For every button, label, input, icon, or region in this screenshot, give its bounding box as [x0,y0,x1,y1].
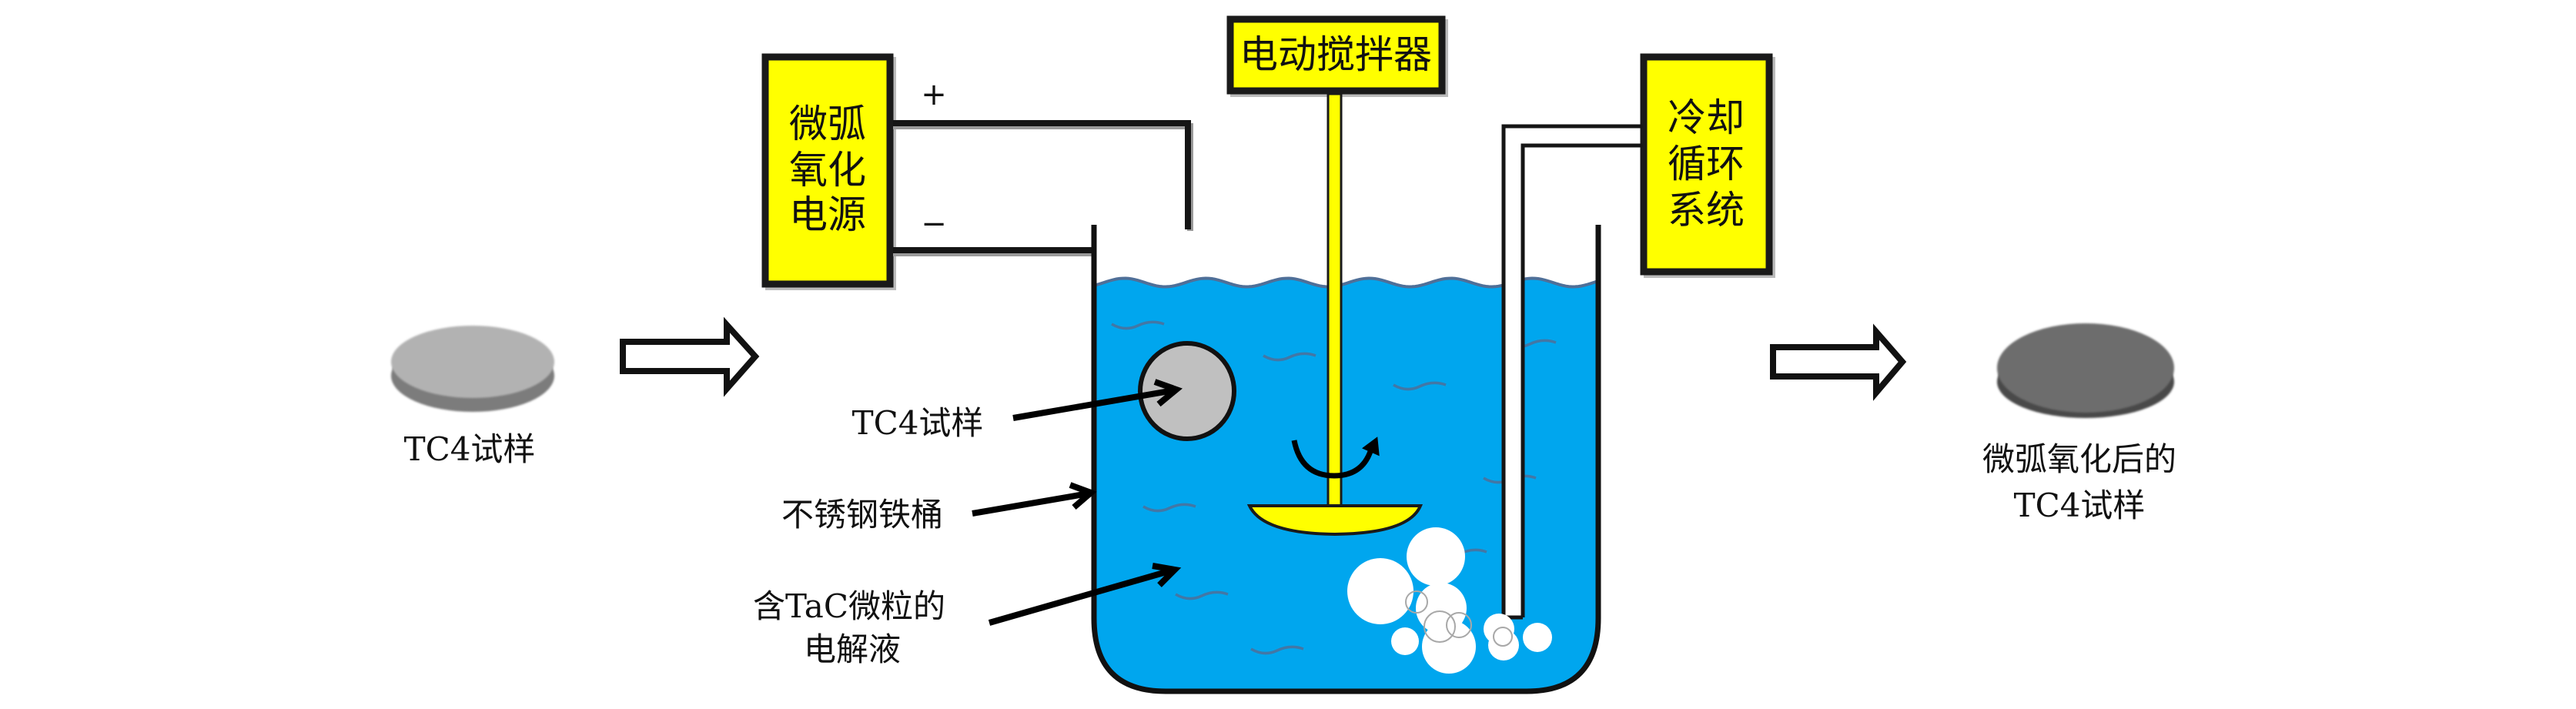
cooling-box [1640,53,1773,276]
electrolyte-tank [1091,225,1601,694]
bubble [1391,627,1419,655]
ripple-mark [1111,320,1165,330]
cooling-system: 冷却 循环 系统 [1640,53,1775,278]
cooling-pipe-outer-line [1501,124,1642,620]
power-supply-label-line-1: 微弧 [789,102,866,146]
negative-terminal-sign: − [921,206,947,242]
raw-sample-label: TC4试样 [404,430,536,468]
ripple-mark [1175,590,1229,600]
treated-sample [1997,323,2174,418]
stirrer-box [1226,15,1446,95]
cooling-pipe-inner-line [1521,143,1642,617]
bubble [1347,558,1413,624]
positive-terminal-sign: + [921,77,947,112]
treated-sample-label-line-2: TC4试样 [2014,487,2146,524]
pointer-arrow-tank-sample [1012,379,1183,421]
stirrer-impeller [1246,504,1423,537]
electrolyte-label-line-2: 电解液 [804,630,901,668]
stirrer-shaft [1326,92,1343,507]
cooling-pipe-interior [1505,128,1522,617]
tank-label: 不锈钢铁桶 [781,496,943,533]
rotation-arrow-icon [1291,436,1380,479]
ripple-mark [1250,645,1304,655]
stirrer-label: 电动搅拌器 [1239,32,1432,77]
tank-wall [1091,225,1601,694]
raw-sample [391,326,554,412]
power-supply-label-line-2: 氧化 [789,148,866,192]
raw-sample-top [391,326,554,398]
electric-stirrer: 电动搅拌器 [1226,15,1448,97]
tank-sample-disk [1138,341,1236,441]
pointer-arrow-tank-wall [972,482,1097,517]
cooling-pipe [1501,124,1642,620]
power-supply-box [761,53,894,288]
bubble [1523,623,1552,652]
cooling-label-line-1: 冷却 [1668,95,1745,140]
ripple-mark [1142,503,1196,513]
hollow-right-arrow-icon [620,316,760,397]
flow-arrow-2 [1770,323,1907,401]
hollow-right-arrow-icon [1770,323,1907,401]
treated-sample-label-line-1: 微弧氧化后的 [1982,440,2176,478]
cooling-label-line-2: 循环 [1668,142,1745,186]
ripple-mark [1393,381,1447,391]
bubble-ring [1446,612,1472,638]
ripple-mark [1263,352,1316,362]
bubble [1422,620,1476,674]
tank-sample-label: TC4试样 [852,404,984,442]
power-supply-label-line-3: 电源 [789,192,866,237]
bubble-ring [1423,610,1456,643]
power-supply: 微弧 氧化 电源 [761,53,896,290]
bubbles [1347,527,1552,674]
positive-wire [893,120,1191,229]
pointer-arrow-electrolyte [988,563,1182,626]
bubble [1407,527,1465,586]
bubble-ring [1493,627,1513,647]
electrolyte-label-line-1: 含TaC微粒的 [753,587,945,625]
pointer-arrows [972,379,1183,626]
treated-sample-top [1997,323,2174,413]
bubble-ring [1405,590,1428,614]
cooling-label-line-3: 系统 [1668,188,1745,232]
flow-arrow-1 [620,316,760,397]
